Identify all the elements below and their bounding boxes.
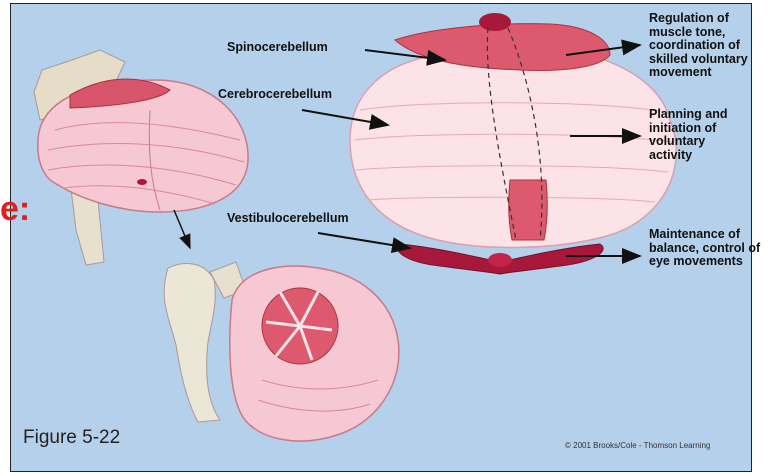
cerebellum-sagittal-view [164,262,399,441]
cerebellum-flattened-view [350,13,676,274]
partial-title-fragment: e: [0,190,30,229]
copyright-notice: © 2001 Brooks/Cole - Thomson Learning [565,441,710,450]
vestibulo-label-arrow [318,233,410,248]
cerebro-function-text: Planning and initiation of voluntary act… [649,108,749,162]
cerebrocerebellum-label: Cerebrocerebellum [218,88,332,102]
cerebellum-lateral-view [34,50,248,265]
spinocerebellum-label: Spinocerebellum [227,41,328,55]
vestibulocerebellum-label: Vestibulocerebellum [227,212,349,226]
vestibulo-function-text: Maintenance of balance, control of eye m… [649,228,761,269]
figure-caption: Figure 5-22 [23,427,120,449]
view-arrow [174,210,190,248]
spino-function-text: Regulation of muscle tone, coordination … [649,12,761,80]
